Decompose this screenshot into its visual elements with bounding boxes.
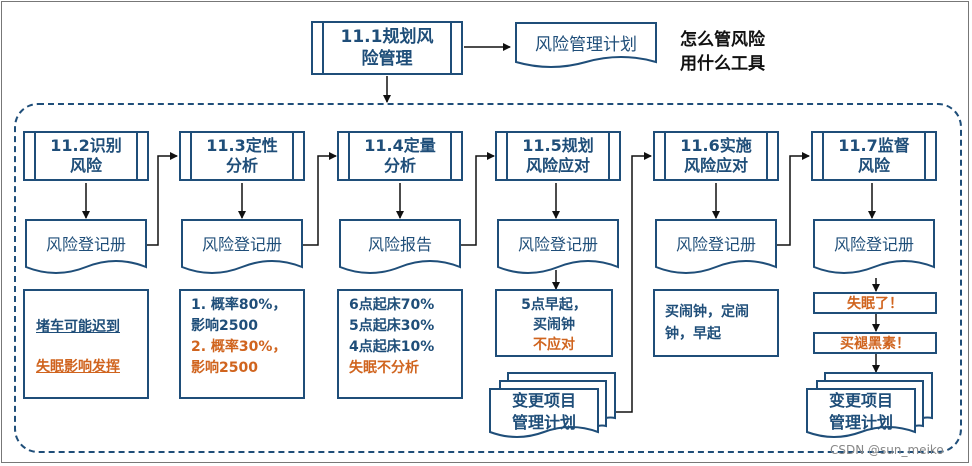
process-bar-right: [766, 133, 777, 179]
document-label: 风险登记册: [517, 235, 598, 254]
note-line: 2. 概率30%，: [191, 339, 287, 355]
document-shape: [497, 219, 619, 274]
document-label: 风险报告: [367, 235, 432, 254]
note-buy-melatonin: 买褪黑素！: [813, 332, 937, 354]
note-line: 买闹钟: [533, 317, 575, 333]
note-line: 买闹钟，定闹: [665, 304, 749, 320]
change-document-label: 变更项目 管理计划: [511, 391, 576, 432]
process-bar-left: [313, 23, 324, 73]
note-line: 6点起床70%: [349, 297, 435, 313]
process-bar-right: [924, 133, 935, 179]
process-label: 11.1规划风 险管理: [340, 27, 434, 69]
arrow-d1-to-p2: [146, 152, 178, 246]
change-pm-plan-document-1: 变更项目 管理计划: [488, 372, 616, 442]
question-line-2: 用什么工具: [680, 54, 765, 74]
output-document-1: 风险登记册: [25, 219, 147, 277]
question-text: 怎么管风险 用什么工具: [680, 28, 765, 76]
note-line: 堵车可能迟到: [36, 319, 120, 335]
output-document-3: 风险报告: [339, 219, 461, 277]
process-bar-left: [339, 133, 350, 179]
note-line: 影响2500: [191, 318, 258, 334]
process-label: 11.3定性 分析: [206, 136, 278, 175]
process-label: 11.2识别 风险: [50, 136, 122, 175]
document-label: 风险管理计划: [535, 34, 637, 55]
risk-management-plan-document: 风险管理计划: [515, 22, 657, 72]
document-shape: [25, 219, 147, 274]
output-document-5: 风险登记册: [655, 219, 777, 277]
process-bar-left: [655, 133, 666, 179]
note-quantitative-examples: 6点起床70% 5点起床30% 4点起床10% 失眠不分析: [337, 289, 463, 399]
process-bar-left: [813, 133, 824, 179]
process-identify-risks: 11.2识别 风险: [23, 131, 149, 181]
process-bar-left: [25, 133, 36, 179]
arrow-d2-to-p3: [303, 152, 337, 246]
note-line: 5点起床30%: [349, 318, 435, 334]
arrow-d5-to-p6: [777, 152, 810, 246]
note-insomnia: 失眠了！: [813, 292, 937, 314]
question-line-1: 怎么管风险: [680, 30, 765, 50]
process-label: 11.6实施 风险应对: [680, 136, 752, 175]
process-bar-left: [181, 133, 192, 179]
note-line: 失眠影响发挥: [36, 359, 120, 375]
process-bar-right: [608, 133, 619, 179]
note-line: 5点早起，: [521, 297, 587, 313]
process-plan-risk-management: 11.1规划风 险管理: [311, 21, 463, 75]
process-label: 11.7监督 风险: [838, 136, 910, 175]
process-monitor-risks: 11.7监督 风险: [811, 131, 937, 181]
process-bar-right: [450, 23, 461, 73]
process-bar-right: [136, 133, 147, 179]
note-line: 不应对: [533, 337, 575, 353]
multidocument-shape: [806, 372, 933, 438]
note-identify-examples: 堵车可能迟到 失眠影响发挥: [23, 289, 149, 399]
process-implement-risk-responses: 11.6实施 风险应对: [653, 131, 779, 181]
process-qualitative-analysis: 11.3定性 分析: [179, 131, 305, 181]
change-document-label: 变更项目 管理计划: [828, 391, 893, 432]
process-label: 11.5规划 风险应对: [522, 136, 594, 175]
document-label: 风险登记册: [201, 235, 282, 254]
arrow-d3-to-p4: [461, 152, 495, 246]
process-group-container: [14, 103, 962, 453]
process-label: 11.4定量 分析: [364, 136, 436, 175]
process-plan-risk-responses: 11.5规划 风险应对: [495, 131, 621, 181]
output-document-4: 风险登记册: [497, 219, 619, 277]
note-line: 影响2500: [191, 360, 258, 376]
document-label: 风险登记册: [45, 235, 126, 254]
watermark: CSDN @sun_meiko: [830, 443, 944, 457]
arrow-change-to-p6: [612, 152, 652, 413]
process-quantitative-analysis: 11.4定量 分析: [337, 131, 463, 181]
document-shape: [339, 219, 461, 274]
output-document-2: 风险登记册: [181, 219, 303, 277]
note-implement-examples: 买闹钟，定闹 钟，早起: [653, 289, 779, 357]
note-qualitative-examples: 1. 概率80%， 影响2500 2. 概率30%， 影响2500: [179, 289, 305, 399]
process-bar-right: [450, 133, 461, 179]
process-bar-left: [497, 133, 508, 179]
multidocument-shape: [489, 372, 616, 438]
document-label: 风险登记册: [675, 235, 756, 254]
process-bar-right: [292, 133, 303, 179]
note-response-plan-examples: 5点早起， 买闹钟 不应对: [495, 289, 613, 357]
note-line: 1. 概率80%，: [191, 297, 287, 313]
document-shape: [813, 219, 935, 274]
note-line: 钟，早起: [665, 326, 721, 342]
change-pm-plan-document-2: 变更项目 管理计划: [805, 372, 933, 442]
document-shape: [181, 219, 303, 274]
document-label: 风险登记册: [833, 235, 914, 254]
document-shape: [655, 219, 777, 274]
output-document-6: 风险登记册: [813, 219, 935, 277]
note-line: 失眠不分析: [349, 360, 419, 376]
document-shape: [515, 22, 657, 68]
note-line: 4点起床10%: [349, 339, 435, 355]
